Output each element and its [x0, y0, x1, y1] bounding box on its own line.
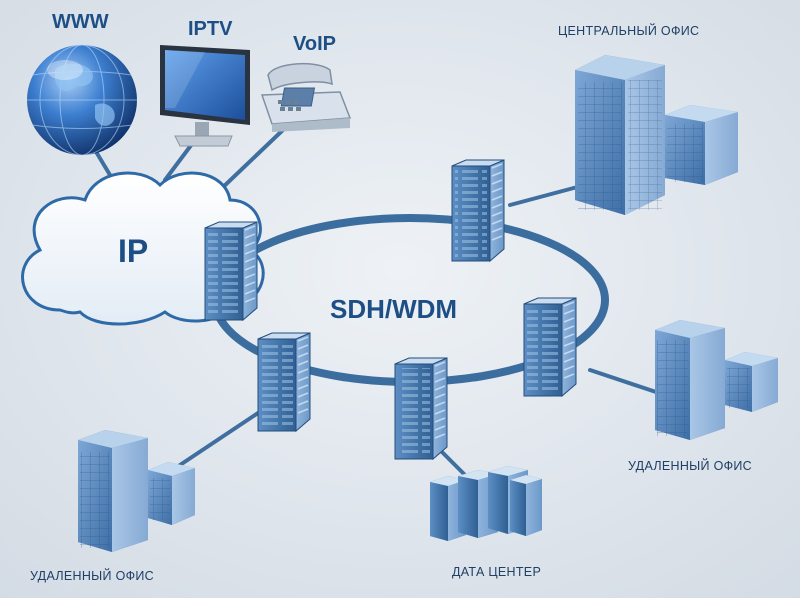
link-iptv-cloud [163, 138, 197, 182]
link-central-office [508, 183, 587, 207]
connection-links [93, 126, 667, 477]
tv-monitor-icon [160, 45, 250, 147]
ring-node-right [523, 297, 577, 398]
label-central-office: ЦЕНТРАЛЬНЫЙ ОФИС [558, 23, 699, 38]
link-remote-office-right [588, 368, 667, 397]
label-voip: VoIP [293, 33, 336, 55]
link-remote-office-left [163, 403, 272, 477]
label-remote-office-left: УДАЛЕННЫЙ ОФИС [30, 568, 154, 583]
central-office-building-icon [575, 55, 738, 215]
ring-node-top [451, 159, 505, 263]
ring-node-bottom [394, 357, 448, 461]
label-iptv: IPTV [188, 18, 233, 40]
ring-node-left [257, 332, 311, 433]
label-www: WWW [52, 11, 109, 33]
phone-icon [260, 62, 352, 132]
globe-icon [27, 44, 137, 156]
ring-node-ip [204, 221, 258, 322]
ring-nodes [204, 159, 577, 461]
label-remote-office-right: УДАЛЕННЫЙ ОФИС [628, 458, 752, 473]
remote-office-right-building-icon [655, 320, 778, 440]
ip-cloud [21, 171, 265, 326]
remote-office-left-building-icon [78, 430, 195, 552]
label-ring: SDH/WDM [330, 294, 457, 324]
link-voip-cloud [218, 126, 287, 192]
label-ip: IP [118, 233, 148, 269]
label-data-center: ДАТА ЦЕНТЕР [452, 565, 541, 579]
data-center-icon [430, 466, 542, 541]
link-data-center [438, 448, 467, 477]
